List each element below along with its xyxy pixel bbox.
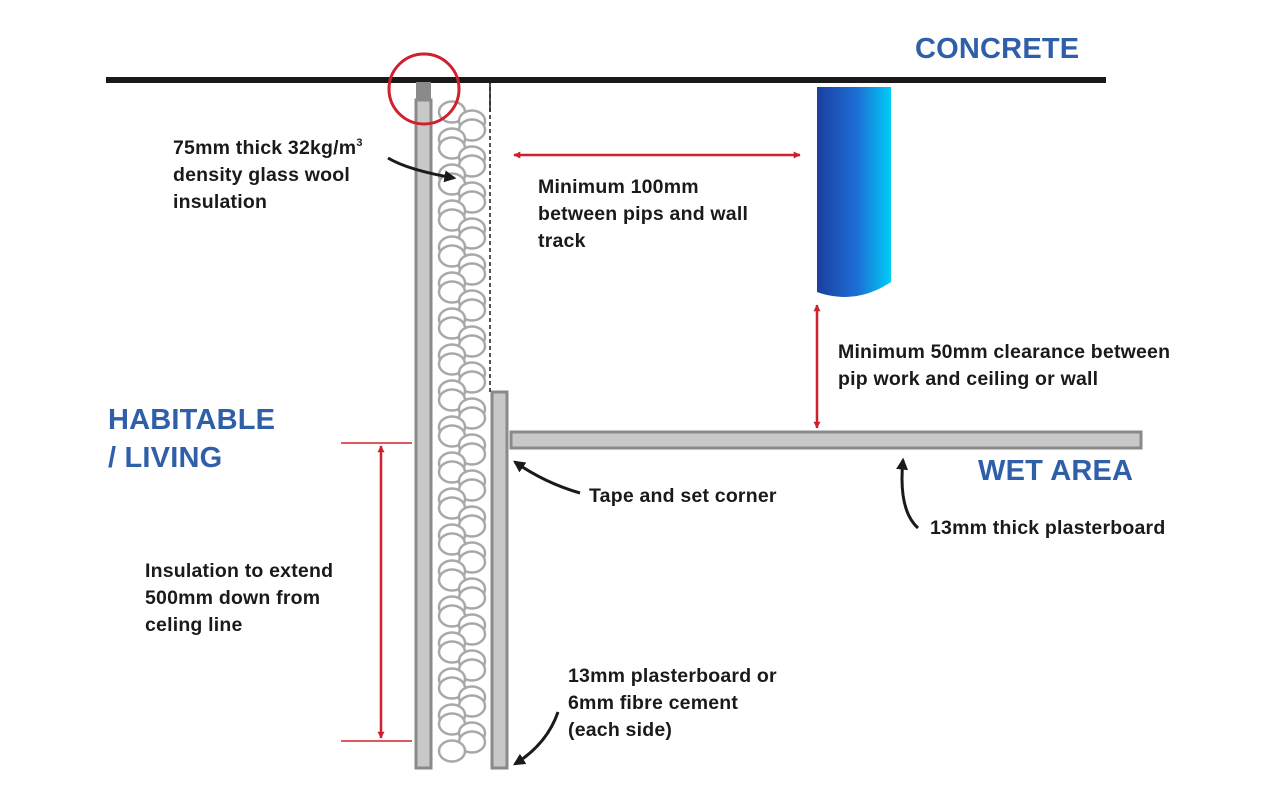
plasterboard-or-cement-note: 13mm plasterboard or 6mm fibre cement (e… xyxy=(568,663,777,744)
min-50mm-note: Minimum 50mm clearance between pip work … xyxy=(838,339,1170,393)
plasterboard-or-cement-pointer-arrow xyxy=(512,711,560,766)
insulation-extend-line3: celing line xyxy=(145,614,243,636)
glass-wool-insulation xyxy=(437,100,487,763)
tape-set-pointer-arrow xyxy=(513,460,581,495)
habitable-label-line2: / LIVING xyxy=(108,442,223,475)
tape-set-line: Tape and set corner xyxy=(589,485,777,507)
plasterboard-13mm-line: 13mm thick plasterboard xyxy=(930,517,1166,539)
concrete-label: CONCRETE xyxy=(915,33,1080,65)
habitable-living-label: HABITABLE / LIVING xyxy=(108,401,275,478)
insulation-thickness-note: 75mm thick 32kg/m3 density glass wool in… xyxy=(173,130,363,216)
insulation-fibre-loop xyxy=(437,739,467,763)
insulation-note-line1: 75mm thick 32kg/m3 xyxy=(173,137,363,159)
min-100mm-line1: Minimum 100mm xyxy=(538,176,699,198)
wet-area-ceiling-plasterboard xyxy=(509,430,1143,450)
wet-area-wall-plasterboard xyxy=(490,390,509,770)
min-50mm-line1: Minimum 50mm clearance between xyxy=(838,341,1171,363)
insulation-note-line2: density glass wool xyxy=(173,164,350,186)
insulation-extend-line2: 500mm down from xyxy=(145,587,321,609)
wet-area-label: WET AREA xyxy=(978,455,1134,487)
top-track xyxy=(416,82,431,100)
junction-highlight-circle xyxy=(387,52,461,126)
insulation-note-line3: insulation xyxy=(173,191,268,213)
tape-set-note: Tape and set corner xyxy=(589,483,777,510)
habitable-label-line1: HABITABLE xyxy=(108,404,276,436)
insulation-pointer-arrow xyxy=(387,156,457,183)
pipe xyxy=(817,87,891,297)
plasterboard-or-cement-line1: 13mm plasterboard or xyxy=(568,665,777,687)
plasterboard-13mm-pointer-arrow xyxy=(896,457,920,530)
plasterboard-or-cement-line2: 6mm fibre cement xyxy=(568,692,739,714)
min-100mm-line2: between pips and wall xyxy=(538,203,749,225)
min-100mm-note: Minimum 100mm between pips and wall trac… xyxy=(538,174,748,255)
min-50mm-line2: pip work and ceiling or wall xyxy=(838,368,1099,390)
min-100mm-line3: track xyxy=(538,230,586,252)
insulation-extend-line1: Insulation to extend xyxy=(145,560,334,582)
insulation-extend-note: Insulation to extend 500mm down from cel… xyxy=(145,558,333,639)
plasterboard-13mm-note: 13mm thick plasterboard xyxy=(930,515,1165,542)
plasterboard-or-cement-line3: (each side) xyxy=(568,719,673,741)
habitable-plasterboard xyxy=(414,98,433,770)
